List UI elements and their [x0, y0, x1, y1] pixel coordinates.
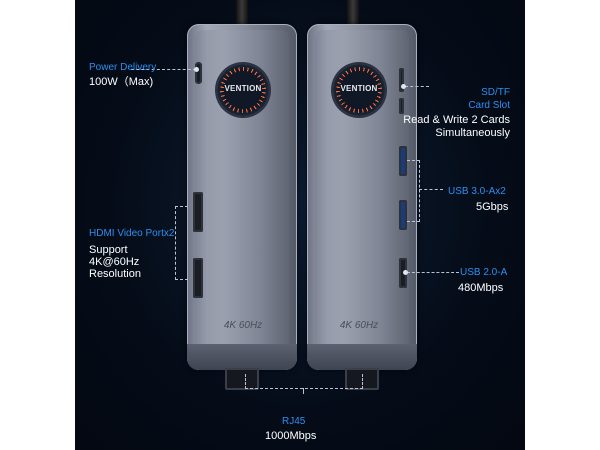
brand-logo: VENTION: [340, 84, 378, 93]
sd-tf-spec-2: Simultaneously: [435, 127, 510, 139]
sd-card-slot: [399, 68, 404, 92]
sd-leader: [405, 86, 429, 87]
spec-print: 4K 60Hz: [339, 320, 379, 331]
hdmi-spec-1: Support: [89, 244, 128, 256]
rj45-leader: [245, 374, 363, 389]
usb3-title: USB 3.0-Ax2: [448, 186, 506, 197]
tf-card-slot: [399, 98, 404, 114]
hdmi-leader: [175, 206, 188, 280]
sd-tf-title-1: SD/TF: [481, 87, 510, 98]
right-hub-body: VENTION 4K 60Hz: [307, 24, 417, 390]
right-hub-cable: [347, 0, 359, 28]
usb3-spec: 5Gbps: [476, 201, 509, 213]
sd-tf-spec-1: Read & Write 2 Cards: [403, 114, 510, 126]
usb2-leader: [407, 272, 459, 273]
usb3-port-2: [399, 200, 407, 230]
usb3-port-1: [399, 146, 407, 176]
left-hub-cable: [236, 0, 248, 28]
logo-disc: VENTION: [333, 64, 385, 116]
rj45-spec: 1000Mbps: [265, 430, 317, 442]
usb2-title: USB 2.0-A: [460, 267, 508, 278]
left-hub-body: VENTION 4K 60Hz: [187, 24, 297, 390]
hdmi-port-1: [193, 192, 203, 232]
power-leader: [131, 69, 196, 70]
power-delivery-title: Power Delivery: [89, 62, 157, 73]
rj45-title: RJ45: [282, 416, 306, 427]
logo-disc: VENTION: [217, 64, 269, 116]
hdmi-spec-2: 4K@60Hz: [89, 256, 140, 268]
sd-tf-title-2: Card Slot: [468, 100, 510, 111]
hdmi-title: HDMI Video Portx2: [89, 228, 175, 239]
power-delivery-spec: 100W（Max): [89, 76, 154, 88]
hdmi-spec-3: Resolution: [89, 268, 141, 280]
brand-logo: VENTION: [224, 84, 262, 93]
usb2-spec: 480Mbps: [458, 282, 504, 294]
usb3-leader: [407, 160, 420, 222]
usb-c-power-port: [195, 62, 202, 84]
spec-print: 4K 60Hz: [223, 320, 263, 331]
product-image-panel: VENTION 4K 60Hz VENTION 4K 60Hz: [75, 0, 525, 450]
rj45-port-left: [225, 368, 259, 390]
hdmi-port-2: [193, 258, 203, 298]
